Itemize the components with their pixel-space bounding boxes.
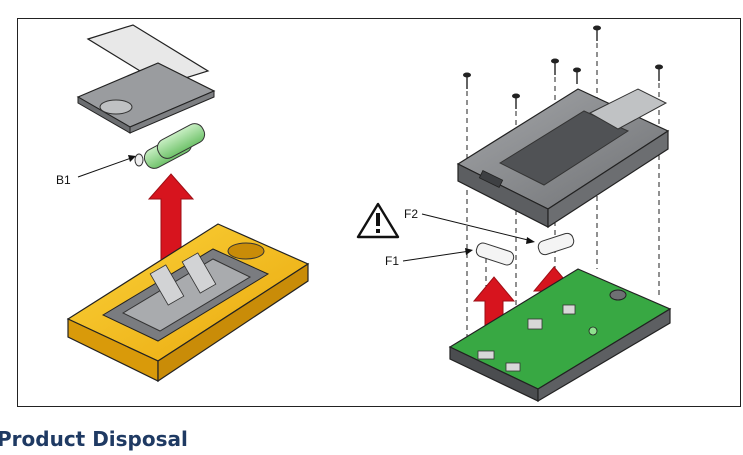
section-heading: Product Disposal <box>0 427 188 451</box>
warning-triangle-icon <box>356 202 400 239</box>
callout-b1: B1 <box>56 173 71 187</box>
f1-leader-line <box>402 250 471 262</box>
meter-yellow-housing <box>66 223 310 383</box>
top-case-gray <box>456 88 670 229</box>
b1-leader-line <box>77 156 135 178</box>
fuses <box>475 232 575 266</box>
callout-f2: F2 <box>404 207 419 221</box>
batteries <box>134 123 206 169</box>
battery-door <box>76 24 216 134</box>
bottom-case-circuit-board <box>448 268 672 403</box>
figure-frame: B1 F1 F2 <box>17 18 741 407</box>
battery-fuse-illustration <box>66 24 672 403</box>
callout-f1: F1 <box>385 254 400 268</box>
f2-leader-line <box>421 213 533 242</box>
screws <box>463 25 663 109</box>
